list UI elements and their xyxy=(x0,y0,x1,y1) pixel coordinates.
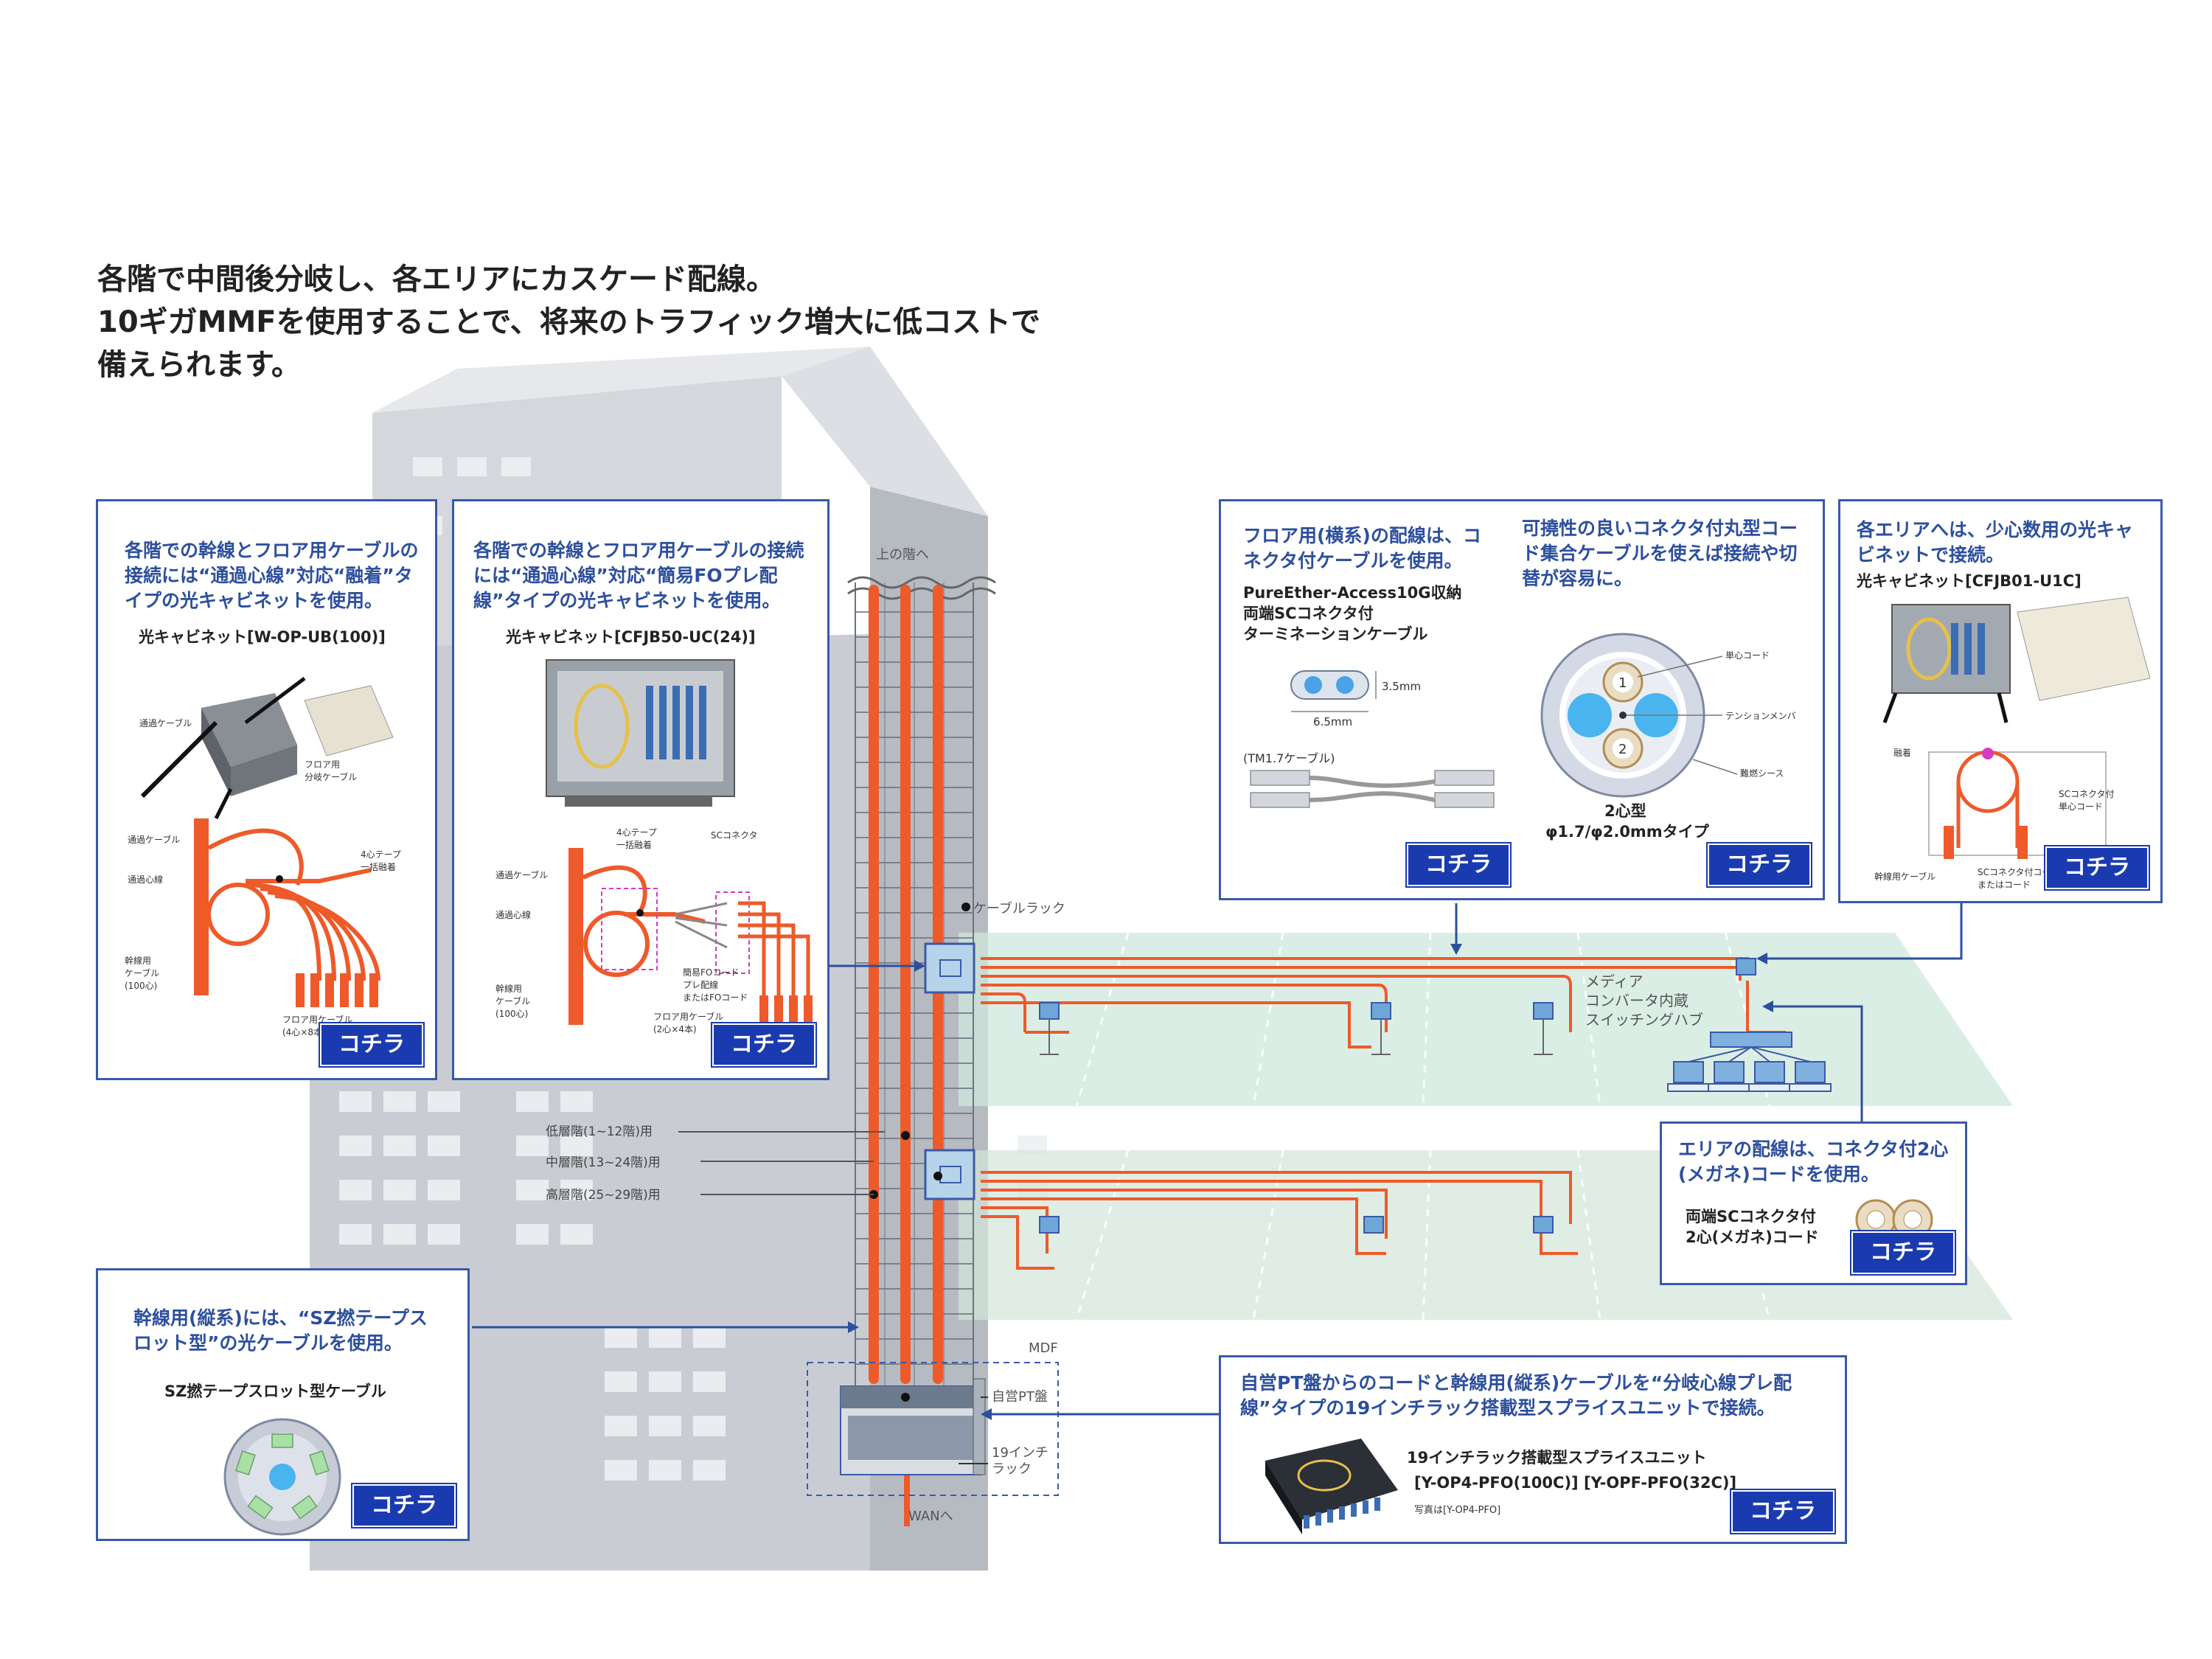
card-splice-product: 19インチラック搭載型スプライスユニット xyxy=(1407,1449,1707,1467)
fusion-label-4core-fusion: 4心テープ 一括融着 xyxy=(361,849,401,872)
prewired-label-fo-code: 簡易FOコード プレ配線 またはFOコード xyxy=(683,967,748,1003)
floor-cable-illustration: 12 xyxy=(1250,633,1738,808)
pc-icons xyxy=(1667,1061,1832,1092)
card-trunk-product: SZ撚テープスロット型ケーブル xyxy=(164,1382,386,1400)
floor-cabinet-lower xyxy=(924,1149,975,1200)
floor-product-line2: 両端SCコネクタ付 xyxy=(1243,605,1374,622)
floor-core-label-single: 単心コード xyxy=(1725,650,1770,661)
floor-product-line1: PureEther-Access10G収納 xyxy=(1243,584,1462,602)
page-heading: 各階で中間後分岐し、各エリアにカスケード配線。 10ギガMMFを使用することで、… xyxy=(97,258,1130,386)
floor-core-label-sheath: 難燃シース xyxy=(1740,768,1784,779)
small-core-label-trunk: 幹線用ケーブル xyxy=(1874,872,1936,882)
prewired-label-4core-fusion: 4心テープ 一括融着 xyxy=(616,827,657,850)
card-area-product: 両端SCコネクタ付 2心(メガネ)コード xyxy=(1686,1208,1819,1246)
card-trunk-title: 幹線用(縦系)には、“SZ撚テープスロット型”の光ケーブルを使用。 xyxy=(133,1307,428,1354)
floor-type-line2: φ1.7/φ2.0mmタイプ xyxy=(1545,823,1709,841)
fusion-label-pass-cable-2: 通過ケーブル xyxy=(128,835,181,845)
svg-text:1: 1 xyxy=(1618,675,1627,691)
heading-line-3: 備えられます。 xyxy=(97,348,301,382)
card-prewired-cabinet: 各階での幹線とフロア用ケーブルの接続には“通過心線”対応“簡易FOプレ配線”タイ… xyxy=(452,499,830,1080)
floor-outlets-upper xyxy=(1039,958,1756,1234)
card-small-core-cabinet: 各エリアへは、少心数用の光キャビネットで接続。 光キャビネット[CFJB01-U… xyxy=(1838,499,2163,903)
floor-dim-height: 3.5mm xyxy=(1382,680,1422,693)
floor-cable-detail-button-left[interactable]: コチラ xyxy=(1407,844,1510,886)
card-splice-models: [Y-OP4-PFO(100C)] [Y-OPF-PFO(32C)] xyxy=(1414,1474,1737,1492)
card-fusion-product: 光キャビネット[W-OP-UB(100)] xyxy=(139,628,386,646)
prewired-label-floor-cable: フロア用ケーブル (2心×4本) xyxy=(653,1012,724,1034)
sz-slot-cable-icon xyxy=(223,1418,341,1536)
label-high-floors: 高層階(25~29階)用 xyxy=(546,1188,661,1203)
duplex-cord-icon xyxy=(1855,1199,1933,1240)
heading-line-1: 各階で中間後分岐し、各エリアにカスケード配線。 xyxy=(97,262,776,296)
label-media-converter-hub: メディア コンバータ内蔵 スイッチングハブ xyxy=(1585,973,1703,1029)
prewired-label-pass-core: 通過心線 xyxy=(495,910,532,920)
fusion-label-floor-cable: フロア用ケーブル (4心×8本) xyxy=(282,1015,353,1037)
small-core-label-sc-single: SCコネクタ付 単心コード xyxy=(2059,789,2115,812)
floor-cabinet-upper xyxy=(924,942,975,994)
label-upper-floor: 上の階へ xyxy=(876,547,929,563)
card-splice-unit: 自営PT盤からのコードと幹線用(縦系)ケーブルを“分岐心線プレ配線”タイプの19… xyxy=(1219,1355,1847,1544)
splice-rack-icon xyxy=(840,1385,981,1475)
label-wan: WANへ xyxy=(908,1509,953,1524)
floor-product-line3: ターミネーションケーブル xyxy=(1243,625,1428,643)
heading-line-2: 10ギガMMFを使用することで、将来のトラフィック増大に低コストで xyxy=(97,305,1040,339)
card-trunk-cable: 幹線用(縦系)には、“SZ撚テープスロット型”の光ケーブルを使用。 SZ撚テープ… xyxy=(96,1268,470,1541)
card-floor-title-left: フロア用(横系)の配線は、コネクタ付ケーブルを使用。 xyxy=(1243,525,1481,571)
mdf-area xyxy=(807,1362,1059,1496)
small-core-cabinet-illustration xyxy=(1882,597,2151,859)
floor-cable-detail-button-right[interactable]: コチラ xyxy=(1708,844,1811,886)
floor-dim-width: 6.5mm xyxy=(1313,715,1353,728)
switching-hub-icon xyxy=(1688,1032,1811,1062)
floor-type-line1: 2心型 xyxy=(1604,802,1646,820)
trunk-detail-button[interactable]: コチラ xyxy=(352,1484,456,1527)
card-small-core-product: 光キャビネット[CFJB01-U1C] xyxy=(1857,572,2081,590)
floor-tm-cable-label: (TM1.7ケーブル) xyxy=(1243,751,1335,765)
card-splice-title: 自営PT盤からのコードと幹線用(縦系)ケーブルを“分岐心線プレ配線”タイプの19… xyxy=(1240,1372,1792,1419)
card-small-core-title: 各エリアへは、少心数用の光キャビネットで接続。 xyxy=(1857,519,2134,566)
label-mdf: MDF xyxy=(1029,1340,1058,1356)
card-floor-title-right: 可撓性の良いコネクタ付丸型コード集合ケーブルを使えば接続や切替が容易に。 xyxy=(1522,518,1798,589)
fusion-label-pass-core: 通過心線 xyxy=(128,874,164,885)
fusion-detail-button[interactable]: コチラ xyxy=(320,1023,423,1066)
label-cable-rack: ケーブルラック xyxy=(973,901,1065,917)
prewired-label-trunk-cable: 幹線用 ケーブル (100心) xyxy=(495,984,531,1019)
fusion-label-floor-branch-cable: フロア用 分岐ケーブル xyxy=(305,759,358,782)
card-splice-photo-note: 写真は[Y-OP4-PFO] xyxy=(1414,1505,1501,1516)
card-fusion-cabinet: 各階での幹線とフロア用ケーブルの接続には“通過心線”対応“融着”タイプの光キャビ… xyxy=(96,499,437,1080)
svg-text:2: 2 xyxy=(1618,742,1627,757)
area-wiring-detail-button[interactable]: コチラ xyxy=(1851,1231,1955,1274)
pt-panel-icon xyxy=(973,1378,986,1475)
card-prewired-product: 光キャビネット[CFJB50-UC(24)] xyxy=(506,628,756,646)
prewired-detail-button[interactable]: コチラ xyxy=(712,1023,815,1066)
card-floor-cable: フロア用(横系)の配線は、コネクタ付ケーブルを使用。 可撓性の良いコネクタ付丸型… xyxy=(1219,499,1825,900)
fusion-label-trunk-cable: 幹線用 ケーブル (100心) xyxy=(125,956,160,991)
card-prewired-title: 各階での幹線とフロア用ケーブルの接続には“通過心線”対応“簡易FOプレ配線”タイ… xyxy=(473,540,804,611)
card-fusion-title: 各階での幹線とフロア用ケーブルの接続には“通過心線”対応“融着”タイプの光キャビ… xyxy=(125,540,419,611)
fusion-cabinet-illustration xyxy=(140,677,394,1007)
prewired-label-sc-connector: SCコネクタ xyxy=(711,830,758,841)
label-mid-floors: 中層階(13~24階)用 xyxy=(546,1155,661,1170)
fusion-label-pass-cable: 通過ケーブル xyxy=(139,718,192,728)
card-area-wiring: エリアの配線は、コネクタ付2心(メガネ)コードを使用。 両端SCコネクタ付 2心… xyxy=(1660,1121,1967,1285)
small-core-detail-button[interactable]: コチラ xyxy=(2045,846,2149,889)
floor-core-label-tension: テンションメンバ xyxy=(1725,711,1796,721)
splice-unit-illustration xyxy=(1265,1439,1398,1534)
small-core-label-fusion: 融着 xyxy=(1893,748,1912,758)
label-pt-panel: 自営PT盤 xyxy=(992,1389,1048,1405)
label-19inch-rack: 19インチ ラック xyxy=(992,1445,1048,1477)
prewired-label-pass-cable: 通過ケーブル xyxy=(495,870,549,880)
label-low-floors: 低層階(1~12階)用 xyxy=(546,1124,653,1139)
card-area-title: エリアの配線は、コネクタ付2心(メガネ)コードを使用。 xyxy=(1678,1138,1949,1185)
splice-detail-button[interactable]: コチラ xyxy=(1731,1490,1834,1533)
prewired-cabinet-illustration xyxy=(546,659,813,1029)
small-core-label-sc-code: SCコネクタ付コード またはコード xyxy=(1978,867,2060,890)
